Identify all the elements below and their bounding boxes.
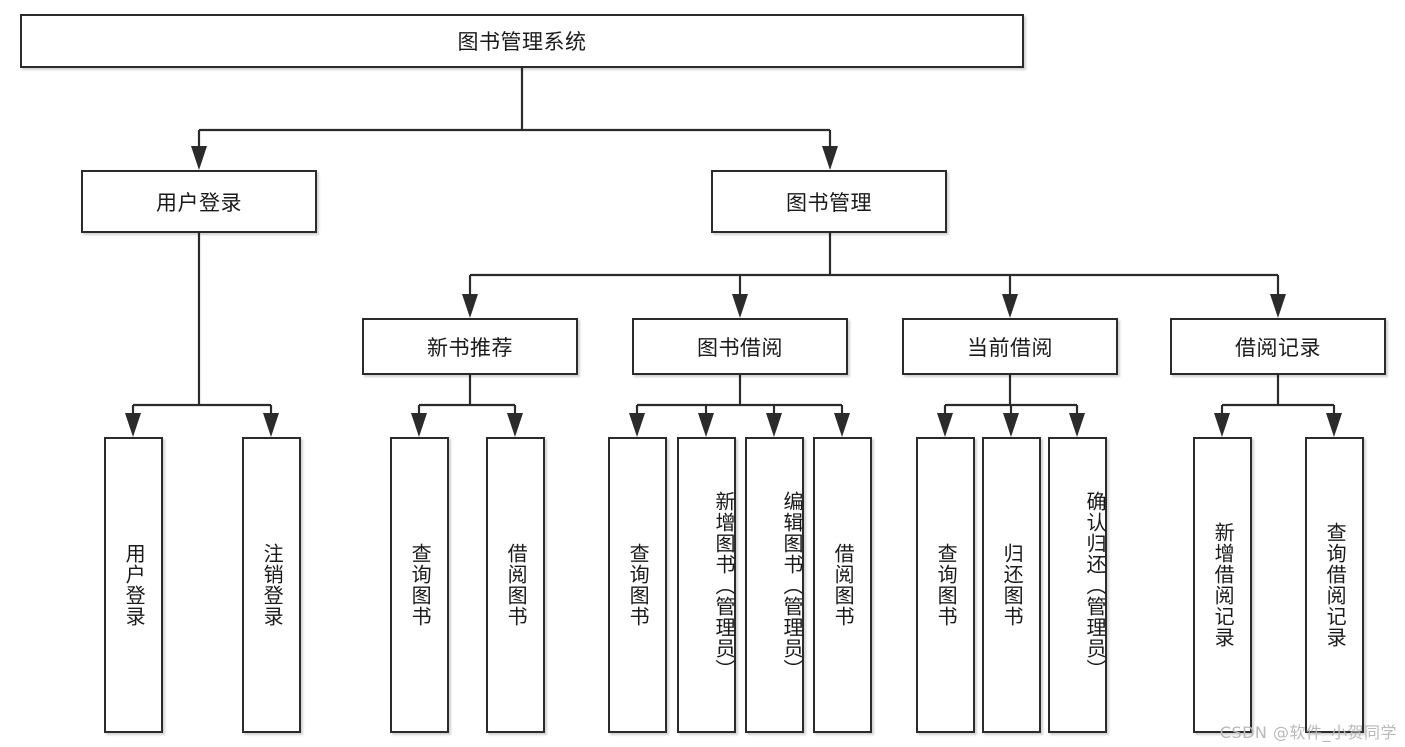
node-label: 编辑图书（管理员） xyxy=(780,490,804,680)
node-label: 借阅图书 xyxy=(504,543,529,627)
node-label: 图书管理系统 xyxy=(457,30,587,54)
leaf-new-book-query-books[interactable]: 查询图书 xyxy=(390,437,449,733)
leaf-current-confirm-return-admin[interactable]: 确认归还（管理员） xyxy=(1048,437,1107,733)
node-label: 查询图书 xyxy=(626,543,651,627)
leaf-user-login-login[interactable]: 用户登录 xyxy=(104,437,163,733)
leaf-record-add-borrow-record[interactable]: 新增借阅记录 xyxy=(1193,437,1252,733)
node-label: 归还图书 xyxy=(1000,543,1025,627)
leaf-new-book-borrow-books[interactable]: 借阅图书 xyxy=(486,437,545,733)
leaf-borrow-query-books[interactable]: 查询图书 xyxy=(608,437,667,733)
node-label: 新书推荐 xyxy=(427,335,513,360)
leaf-user-login-logout[interactable]: 注销登录 xyxy=(242,437,301,733)
node-label: 新增图书（管理员） xyxy=(712,490,736,680)
node-root-library-management-system[interactable]: 图书管理系统 xyxy=(20,14,1024,68)
node-current-borrowing[interactable]: 当前借阅 xyxy=(902,318,1118,375)
node-label: 注销登录 xyxy=(260,543,285,627)
leaf-borrow-edit-book-admin[interactable]: 编辑图书（管理员） xyxy=(745,437,804,733)
node-label: 确认归还（管理员） xyxy=(1083,490,1107,680)
node-user-login[interactable]: 用户登录 xyxy=(81,170,317,233)
leaf-borrow-borrow-books[interactable]: 借阅图书 xyxy=(813,437,872,733)
leaf-current-return-books[interactable]: 归还图书 xyxy=(982,437,1041,733)
leaf-borrow-add-book-admin[interactable]: 新增图书（管理员） xyxy=(677,437,736,733)
leaf-record-query-borrow-record[interactable]: 查询借阅记录 xyxy=(1305,437,1364,733)
node-label: 查询借阅记录 xyxy=(1323,522,1348,648)
node-borrowing-records[interactable]: 借阅记录 xyxy=(1170,318,1386,375)
node-label: 查询图书 xyxy=(408,543,433,627)
node-label: 借阅记录 xyxy=(1235,335,1321,360)
node-book-borrowing[interactable]: 图书借阅 xyxy=(632,318,848,375)
node-book-management[interactable]: 图书管理 xyxy=(711,170,947,233)
node-label: 新增借阅记录 xyxy=(1211,522,1236,648)
node-label: 当前借阅 xyxy=(967,335,1053,360)
node-label: 用户登录 xyxy=(122,543,147,627)
node-label: 借阅图书 xyxy=(831,543,856,627)
node-label: 图书借阅 xyxy=(697,335,783,360)
node-label: 图书管理 xyxy=(786,190,872,215)
leaf-current-query-books[interactable]: 查询图书 xyxy=(916,437,975,733)
watermark-text: CSDN @软件_小贺同学 xyxy=(1219,723,1397,742)
node-new-book-recommendation[interactable]: 新书推荐 xyxy=(362,318,578,375)
node-label: 查询图书 xyxy=(934,543,959,627)
node-label: 用户登录 xyxy=(156,190,242,215)
